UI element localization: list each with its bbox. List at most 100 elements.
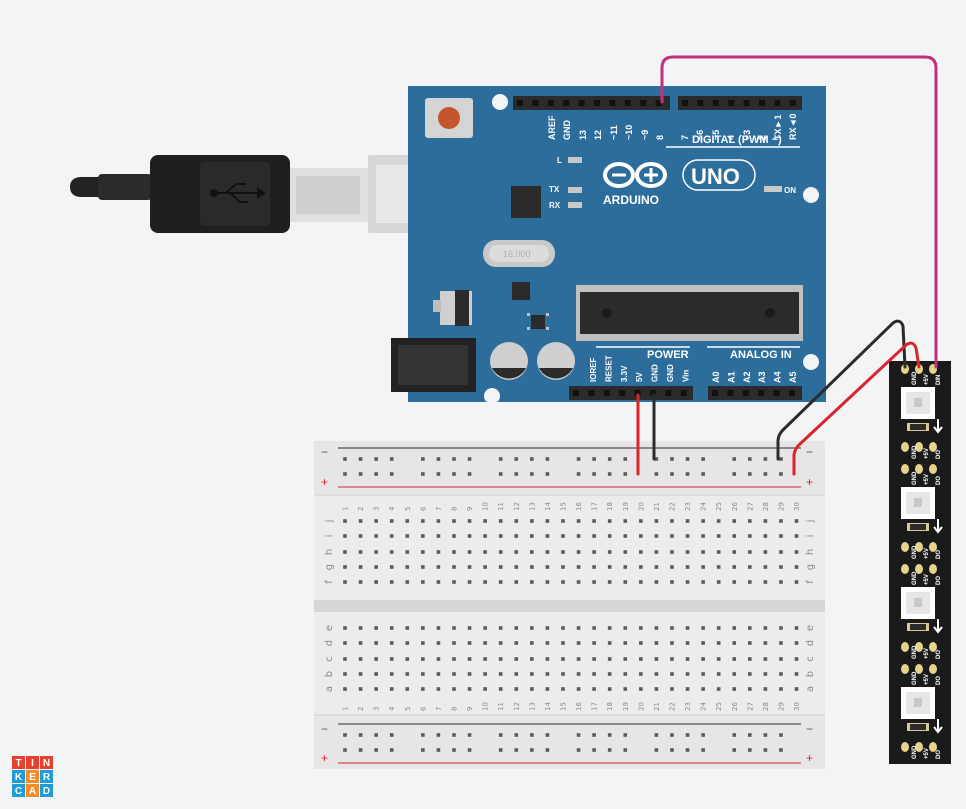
strip-pin-label: DO xyxy=(936,576,942,585)
breadboard-column-label: 1 xyxy=(342,707,350,711)
breadboard-column-label: 18 xyxy=(606,502,614,511)
svg-text:16.000: 16.000 xyxy=(503,249,531,259)
strip-pin-label: GND xyxy=(912,445,918,459)
arduino-model: UNO xyxy=(691,164,740,189)
breadboard-column-label: 4 xyxy=(388,706,396,711)
breadboard-column-label: 14 xyxy=(544,502,552,511)
breadboard-column-label: 16 xyxy=(575,502,583,511)
crystal-oscillator: 16.000 xyxy=(483,240,555,267)
power-header[interactable] xyxy=(569,386,802,400)
breadboard-row-label: i xyxy=(805,535,816,538)
breadboard-column-label: 30 xyxy=(793,502,801,511)
logo-tile xyxy=(40,770,53,783)
breadboard[interactable]: − + − + − + − + 112233445566778899101011… xyxy=(314,441,825,769)
svg-text:TX: TX xyxy=(549,185,560,194)
power-pin-label: GND xyxy=(666,364,675,382)
arduino-brand: ARDUINO xyxy=(603,193,659,207)
strip-pin-label: DO xyxy=(936,450,942,459)
breadboard-row-label: g xyxy=(324,564,335,570)
rail-minus-bottom-left: − xyxy=(321,722,328,736)
logo-letter: T xyxy=(15,758,21,769)
breadboard-column-label: 25 xyxy=(715,702,723,711)
wire-pin8-din[interactable] xyxy=(660,55,938,369)
direction-arrow-icon xyxy=(933,719,943,734)
power-pin-label: Vin xyxy=(681,370,690,382)
breadboard-column-label: 11 xyxy=(497,702,505,711)
breadboard-column-label: 10 xyxy=(482,502,490,511)
strip-pin-label: GND xyxy=(912,745,918,759)
logo-tile xyxy=(26,784,39,797)
breadboard-row-label: h xyxy=(805,549,816,555)
breadboard-row-label: g xyxy=(805,564,816,570)
power-pin-label: GND xyxy=(651,364,660,382)
power-pin-label: 3.3V xyxy=(620,365,629,382)
breadboard-column-label: 10 xyxy=(482,702,490,711)
strip-pin-label: +5V xyxy=(924,574,930,585)
wires[interactable] xyxy=(636,55,938,476)
breadboard-row-label: h xyxy=(324,549,335,555)
breadboard-column-label: 3 xyxy=(373,507,381,511)
breadboard-column-label: 2 xyxy=(357,707,365,711)
usb-icon xyxy=(210,183,266,203)
wire-strip-gnd[interactable] xyxy=(776,319,907,461)
power-label: POWER xyxy=(647,349,689,361)
rail-plus-bottom-left: + xyxy=(321,751,328,765)
strip-pin-label: +5V xyxy=(924,748,930,759)
breadboard-column-label: 28 xyxy=(762,702,770,711)
digital-pin-label: ~9 xyxy=(640,130,650,140)
rail-minus-bottom-right: − xyxy=(806,722,813,736)
breadboard-column-label: 29 xyxy=(777,702,785,711)
breadboard-column-label: 7 xyxy=(435,507,443,511)
analog-pin-label: A2 xyxy=(742,371,752,383)
strip-pin-label: DIN xyxy=(936,375,942,385)
breadboard-column-label: 18 xyxy=(606,702,614,711)
breadboard-row-label: c xyxy=(805,656,816,662)
logo-letter: N xyxy=(43,758,50,769)
breadboard-row-label: a xyxy=(324,686,335,692)
digital-pin-label: 8 xyxy=(655,135,665,140)
breadboard-column-label: 11 xyxy=(497,502,505,511)
digital-pin-label: AREF xyxy=(547,115,557,140)
strip-pin-label: +5V xyxy=(924,674,930,685)
digital-pin-label: 7 xyxy=(680,135,690,140)
breadboard-row-label: b xyxy=(324,671,335,677)
breadboard-column-label: 3 xyxy=(373,707,381,711)
breadboard-column-label: 6 xyxy=(419,506,427,511)
microcontroller-chip xyxy=(576,285,803,341)
breadboard-column-label: 28 xyxy=(762,502,770,511)
strip-pin-label: GND xyxy=(912,571,918,585)
breadboard-column-label: 5 xyxy=(404,707,412,711)
capacitors xyxy=(490,342,575,380)
on-led-label: ON xyxy=(784,186,796,195)
strip-pin-label: DO xyxy=(936,476,942,485)
strip-pin-label: DO xyxy=(936,676,942,685)
digital-pin-label: 13 xyxy=(578,130,588,140)
strip-pin-label: DO xyxy=(936,750,942,759)
breadboard-column-label: 20 xyxy=(637,702,645,711)
digital-header[interactable] xyxy=(513,96,802,110)
wire-strip-5v[interactable] xyxy=(792,341,921,476)
logo-tile xyxy=(12,770,25,783)
breadboard-column-label: 22 xyxy=(668,702,676,711)
logo-tile xyxy=(12,756,25,769)
breadboard-column-label: 13 xyxy=(528,502,536,511)
breadboard-column-label: 21 xyxy=(653,502,661,511)
analog-pin-label: A3 xyxy=(757,371,767,383)
strip-pin-label: DO xyxy=(936,550,942,559)
power-jack[interactable] xyxy=(391,338,476,392)
svg-text:RX: RX xyxy=(549,201,561,210)
digital-pin-label: 4 xyxy=(726,135,736,140)
rail-minus-top-right: − xyxy=(806,445,813,459)
digital-pin-label: ~10 xyxy=(624,125,634,140)
strip-pin-label: GND xyxy=(912,645,918,659)
regulator-chip xyxy=(512,282,530,300)
reset-button[interactable] xyxy=(425,98,473,138)
strip-pin-label: +5V xyxy=(924,448,930,459)
arduino-logo: ARDUINO UNO xyxy=(603,159,756,207)
breadboard-column-label: 23 xyxy=(684,702,692,711)
